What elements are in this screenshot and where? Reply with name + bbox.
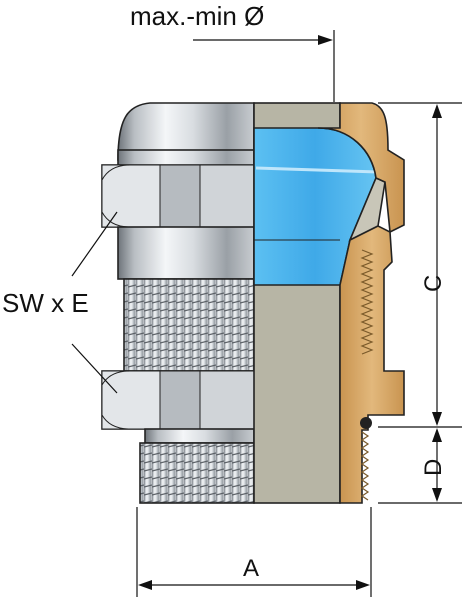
cap-brass-section: [317, 102, 405, 234]
lower-hex-nut: [101, 370, 255, 430]
seal-highlight: [255, 166, 379, 174]
cap-band: [117, 149, 255, 167]
wrench-size-label: SW x E: [2, 288, 89, 318]
o-ring: [360, 417, 372, 429]
max-min-diameter-label: max.-min Ø: [130, 1, 264, 31]
c-arrowhead-bottom: [432, 412, 442, 426]
cap-dome: [117, 102, 255, 161]
dimension-a-label: A: [243, 555, 259, 582]
a-arrowhead-right: [356, 580, 370, 590]
d-arrowhead-bottom: [432, 488, 442, 502]
a-arrowhead-left: [138, 580, 152, 590]
c-arrowhead-top: [432, 104, 442, 118]
sw-leader-lower: [71, 343, 118, 394]
upper-body: [117, 226, 255, 280]
bottom-thread: [139, 442, 255, 504]
middle-thread: [123, 278, 255, 372]
d-arrowhead-top: [432, 428, 442, 442]
dimension-d-label: D: [420, 459, 447, 476]
dimension-c-label: C: [420, 275, 447, 292]
sw-leader-upper: [71, 211, 118, 277]
internal-thread: [360, 249, 374, 501]
body-brass-section: [339, 225, 405, 504]
upper-hex-nut: [101, 164, 255, 228]
lower-collar: [144, 428, 255, 444]
diameter-arrowhead: [318, 35, 333, 45]
